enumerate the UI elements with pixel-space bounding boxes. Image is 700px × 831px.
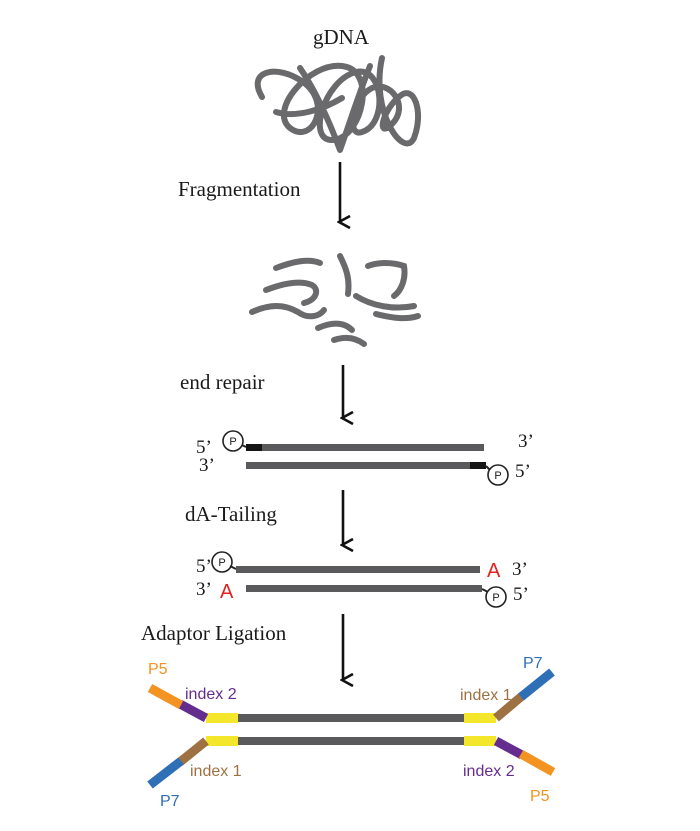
gdna-tangle	[254, 55, 421, 153]
index1-segment-right	[493, 692, 525, 722]
a-overhang-top: A	[487, 560, 501, 582]
five-prime-top-2: 5’	[196, 556, 212, 577]
index1-label-top: index 1	[460, 687, 512, 704]
adaptor-ligation-label: Adaptor Ligation	[141, 621, 287, 645]
dna-fragments	[249, 253, 421, 347]
strand-bottom	[246, 462, 470, 469]
phosphate-label: P	[229, 436, 236, 448]
insert-bottom	[238, 737, 464, 745]
p7-segment-left	[147, 757, 184, 789]
p7-label-top: P7	[523, 655, 543, 672]
p5-label-bottom: P5	[530, 788, 550, 805]
three-prime-top: 3’	[518, 431, 534, 452]
insert-top	[238, 714, 464, 722]
svg-text:P: P	[218, 557, 225, 569]
index2-segment-right	[493, 737, 525, 759]
phosphate-bottom-right	[487, 464, 509, 486]
da-tailed-duplex: 5’ P A 3’ 3’ A P 5’	[196, 551, 529, 608]
five-prime-bottom: 5’	[515, 461, 531, 482]
five-prime-top: 5’	[196, 437, 212, 458]
index2-label-bottom: index 2	[463, 763, 515, 780]
end-repair-label: end repair	[180, 370, 265, 394]
strand-top	[262, 444, 484, 451]
svg-text:P: P	[494, 470, 501, 482]
index1-segment-left	[177, 737, 209, 766]
index2-segment-left	[177, 700, 209, 722]
gdna-label: gDNA	[313, 25, 370, 49]
p5-segment-left	[147, 684, 184, 709]
three-prime-bottom-2: 3’	[196, 579, 212, 600]
a-overhang-bottom: A	[220, 581, 234, 603]
three-prime-bottom: 3’	[199, 455, 215, 476]
p5-segment-right	[518, 750, 556, 776]
phosphate-top-left-2	[211, 551, 233, 573]
five-prime-bottom-2: 5’	[513, 584, 529, 605]
three-prime-top-2: 3’	[512, 559, 528, 580]
phosphate-top-left	[222, 430, 244, 452]
end-repaired-duplex: 5’ P 3’ 3’ P 5’	[196, 430, 534, 486]
p7-segment-right	[518, 668, 555, 701]
p7-label-bottom: P7	[160, 793, 180, 810]
fragmentation-label: Fragmentation	[178, 177, 301, 201]
da-tailing-label: dA-Tailing	[185, 502, 277, 526]
p5-label-top: P5	[148, 661, 168, 678]
strand-bottom-2	[246, 585, 482, 592]
adaptor-ligated-library	[147, 668, 556, 789]
phosphate-bottom-right-2	[485, 586, 507, 608]
strand-top-2	[236, 566, 480, 573]
svg-text:P: P	[492, 592, 499, 604]
index2-label-top: index 2	[185, 686, 237, 703]
index1-label-bottom: index 1	[190, 763, 242, 780]
